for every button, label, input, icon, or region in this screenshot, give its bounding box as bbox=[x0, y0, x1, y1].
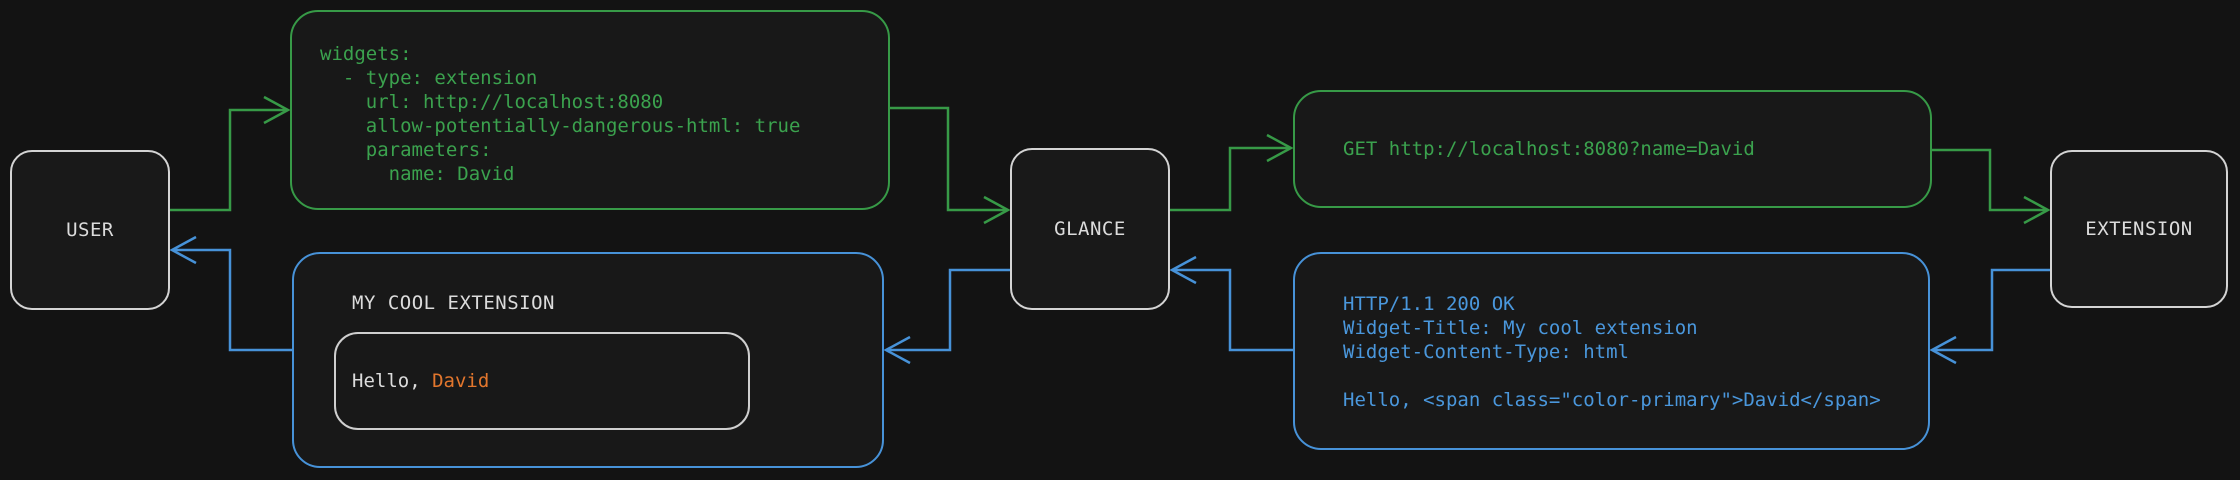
node-glance-label: GLANCE bbox=[1054, 218, 1126, 240]
node-glance: GLANCE bbox=[1010, 148, 1170, 310]
arrow-response-to-glance bbox=[1169, 255, 1293, 352]
widget-greeting: Hello, David bbox=[352, 370, 489, 392]
widget-greeting-box: Hello, David bbox=[334, 332, 750, 430]
node-extension: EXTENSION bbox=[2050, 150, 2228, 308]
arrow-user-to-config bbox=[170, 95, 291, 212]
config-yaml-box: widgets: - type: extension url: http://l… bbox=[290, 10, 890, 210]
http-response-box: HTTP/1.1 200 OK Widget-Title: My cool ex… bbox=[1293, 252, 1930, 450]
node-extension-label: EXTENSION bbox=[2085, 218, 2193, 240]
config-yaml-code: widgets: - type: extension url: http://l… bbox=[320, 43, 801, 185]
node-user: USER bbox=[10, 150, 170, 310]
arrow-request-to-extension bbox=[1932, 148, 2051, 225]
http-request-code: GET http://localhost:8080?name=David bbox=[1343, 138, 1755, 160]
node-user-label: USER bbox=[66, 219, 114, 241]
rendered-widget-box: MY COOL EXTENSION Hello, David bbox=[292, 252, 884, 468]
widget-title: MY COOL EXTENSION bbox=[352, 292, 555, 314]
arrow-glance-to-request bbox=[1170, 133, 1294, 212]
arrow-config-to-glance bbox=[890, 106, 1011, 225]
arrow-glance-to-widget bbox=[883, 268, 1010, 365]
http-request-box: GET http://localhost:8080?name=David bbox=[1293, 90, 1932, 208]
arrow-widget-to-user bbox=[169, 235, 292, 352]
http-response-code: HTTP/1.1 200 OK Widget-Title: My cool ex… bbox=[1343, 293, 1881, 411]
greeting-prefix: Hello, bbox=[352, 370, 433, 392]
greeting-name: David bbox=[432, 370, 490, 392]
arrow-extension-to-response bbox=[1929, 268, 2050, 365]
